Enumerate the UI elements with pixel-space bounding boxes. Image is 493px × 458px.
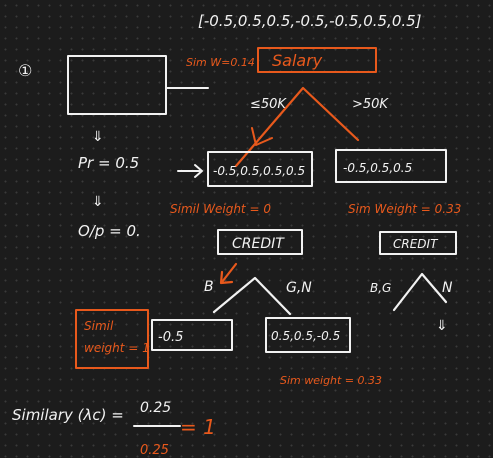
down-arrow-icon-2: ⇓ [92,194,104,210]
credit-right-label: CREDIT [393,237,439,251]
credit-left-label: CREDIT [232,236,285,252]
left-node-sim-weight: Simil Weight = 0 [170,202,271,216]
residuals-bracket: [-0.5,0.5,0.5,-0.5,-0.5,0.5,0.5] [198,12,422,30]
step-marker: ① [18,61,32,80]
pr-label: Pr = 0.5 [78,154,139,172]
formula-denominator: 0.25 [140,443,169,458]
simil-weight-line1: Simil [84,319,114,333]
simil-weight-line2: weight = 1 [84,341,150,355]
root-node-box [257,47,377,73]
leaf-b-box [265,317,351,353]
down-arrow-icon: ⇓ [92,129,104,145]
credit-right-box [379,231,457,255]
right-node-values: -0.5,0.5,0.5 [343,161,412,175]
left-branch-label: ≤50K [250,97,287,112]
formula-result: = 1 [180,415,216,439]
branch-n-label: N [442,280,453,296]
formula-numerator: 0.25 [140,400,171,416]
right-node-sim-weight: Sim Weight = 0.33 [348,202,461,216]
root-branches [234,86,360,168]
credit-left-box [217,229,303,255]
root-node-label: Salary [272,51,323,70]
down-arrow-icon-3: ⇓ [436,318,448,334]
credit-left-arrow-shaft [220,262,238,284]
leaf-b-values: 0.5,0.5,-0.5 [271,329,340,343]
left-branch-arrow-icon [251,127,273,146]
empty-box [67,55,167,115]
leaf-a-box [151,319,233,351]
formula-lhs: Similary (λc) = [12,406,124,424]
simil-weight-box [75,309,149,369]
branch-gn-label: G,N [286,280,312,296]
branch-b-label: B [204,279,214,295]
arrow-head-icon [194,164,203,178]
right-node-box [335,149,447,183]
leaf-a-value: -0.5 [158,330,183,345]
credit-left-branches [212,276,292,316]
output-label: O/p = 0. [78,222,141,240]
credit-right-branches [392,272,448,312]
left-node-values: -0.5,0.5,0.5,0.5 [213,164,305,178]
left-node-box [207,151,313,187]
root-sim-weight: Sim W=0.14 [186,56,255,69]
right-branch-label: >50K [352,97,389,112]
credit-left-arrow-icon [219,270,234,285]
leaf-b-sim-weight: Sim weight = 0.33 [280,374,382,387]
branch-bg-label: B,G [370,281,391,295]
